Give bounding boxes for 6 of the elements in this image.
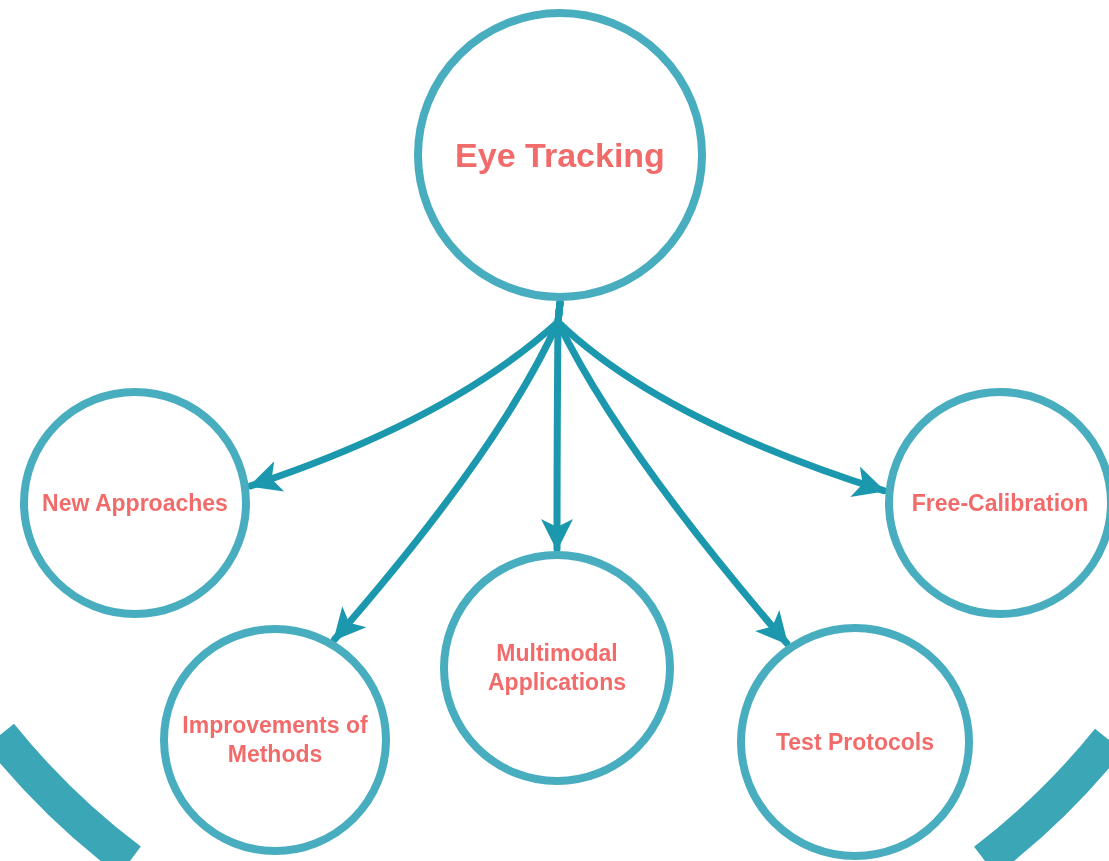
topic-label: New Approaches	[41, 488, 229, 518]
topic-label: Free-Calibration	[910, 488, 1090, 518]
topic-label: Multimodal Applications	[487, 639, 627, 697]
topic-label: Test Protocols	[774, 727, 935, 757]
topic-label: Eye Tracking	[454, 134, 666, 176]
topic-label: Improvements of Methods	[181, 711, 369, 769]
